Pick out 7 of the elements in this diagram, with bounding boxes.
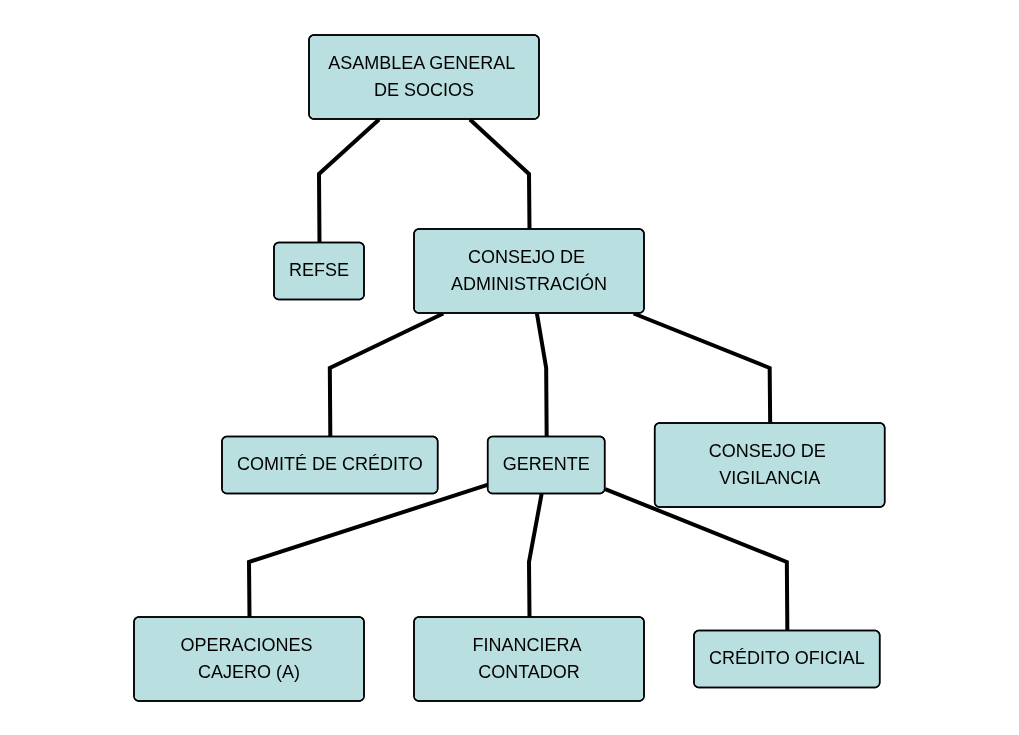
connector (535, 312, 549, 437)
connector (633, 311, 773, 423)
connector (604, 486, 790, 631)
connector (327, 311, 445, 437)
connector (468, 117, 532, 229)
connector (317, 117, 381, 243)
connector (527, 493, 544, 617)
